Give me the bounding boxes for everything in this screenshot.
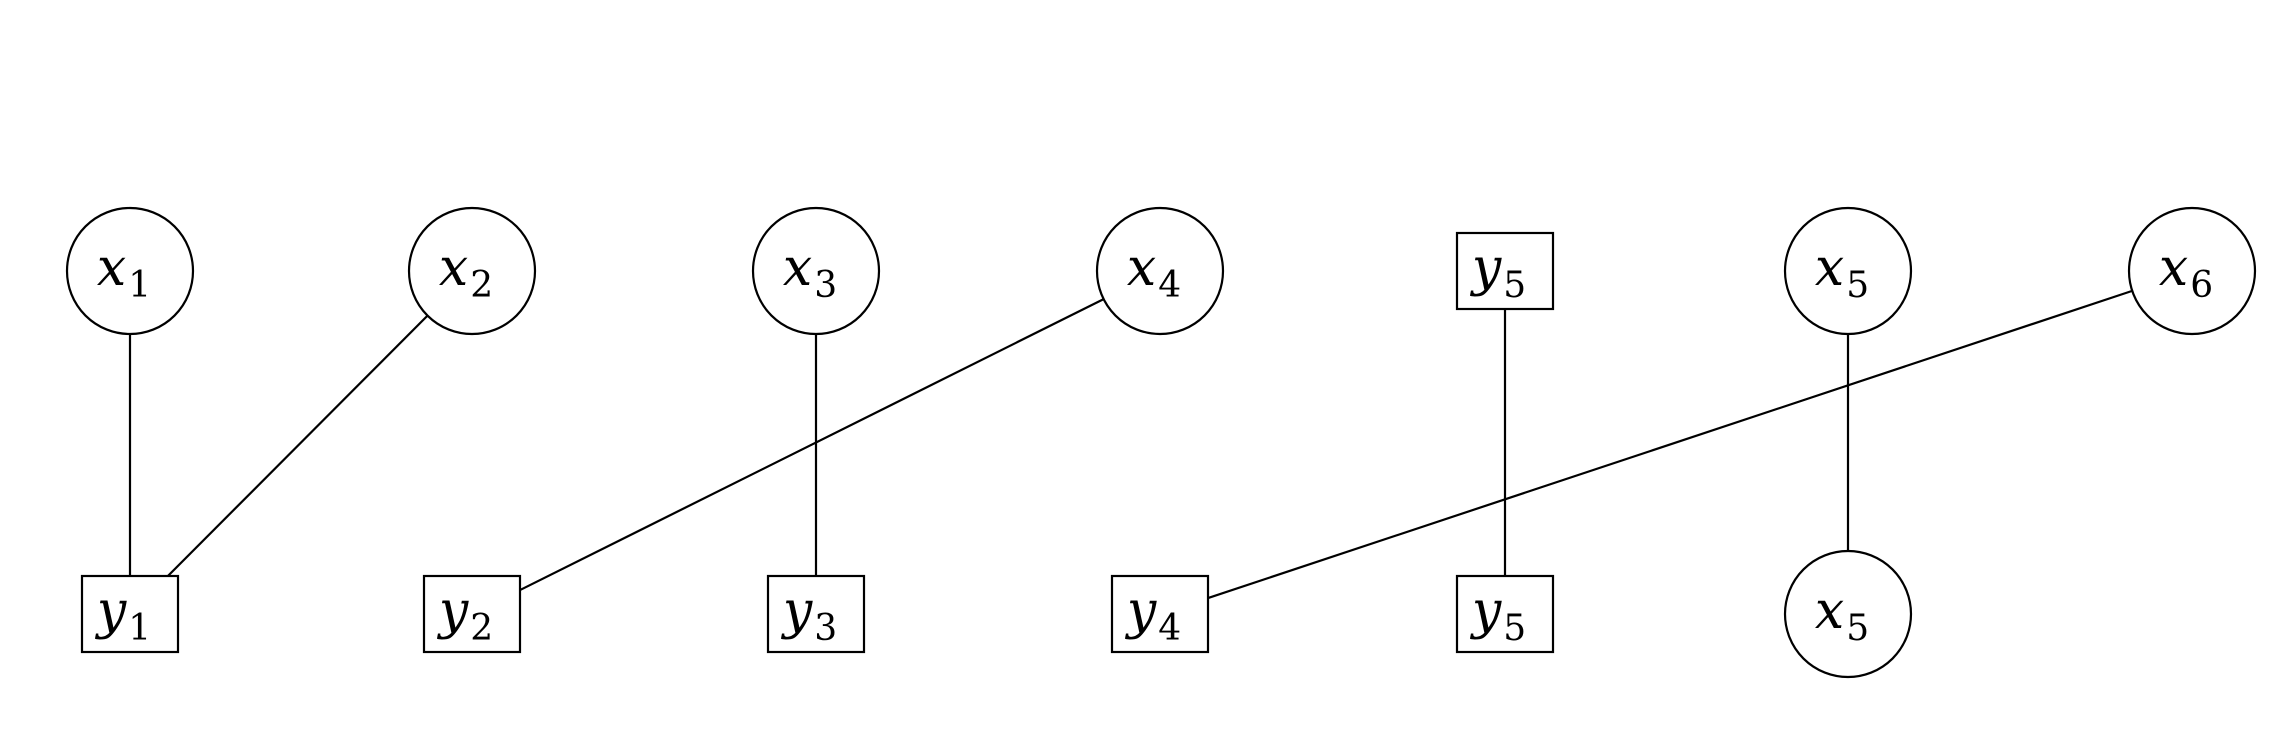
- node-label-variable: y: [437, 581, 469, 641]
- node-label-subscript: 5: [1503, 608, 1526, 649]
- node-bot_y4: y4: [1110, 574, 1210, 654]
- node-square-shape: [422, 574, 522, 654]
- node-label-variable: y: [1470, 581, 1502, 641]
- node-label-variable: x: [97, 238, 126, 298]
- node-bot_y2: y2: [422, 574, 522, 654]
- node-circle-shape: [1783, 206, 1913, 336]
- node-label: y3: [781, 581, 837, 649]
- node-label-subscript: 5: [1503, 265, 1526, 306]
- node-label-variable: x: [1127, 238, 1156, 298]
- node-circle-shape: [407, 206, 537, 336]
- node-label-subscript: 5: [1846, 608, 1869, 649]
- node-label: y2: [437, 581, 493, 649]
- node-label: x2: [439, 238, 493, 306]
- node-top_x5: x5: [1783, 206, 1913, 336]
- node-label-subscript: 4: [1158, 608, 1181, 649]
- node-label: y5: [1470, 581, 1526, 649]
- node-top_x6: x6: [2127, 206, 2257, 336]
- node-square-shape: [1455, 574, 1555, 654]
- node-label: y1: [95, 581, 151, 649]
- node-label-subscript: 6: [2190, 265, 2213, 306]
- node-top_x1: x1: [65, 206, 195, 336]
- node-label-subscript: 2: [470, 608, 493, 649]
- node-label-variable: x: [439, 238, 468, 298]
- node-label-subscript: 2: [470, 265, 493, 306]
- node-top_x4: x4: [1095, 206, 1225, 336]
- node-label-variable: y: [781, 581, 813, 641]
- node-bot_x5: x5: [1783, 549, 1913, 679]
- node-circle-shape: [65, 206, 195, 336]
- node-label-variable: x: [1815, 238, 1844, 298]
- node-label-subscript: 5: [1846, 265, 1869, 306]
- node-label: x5: [1815, 238, 1869, 306]
- node-label: x3: [783, 238, 837, 306]
- node-circle-shape: [1095, 206, 1225, 336]
- node-label: x1: [97, 238, 151, 306]
- node-top_x3: x3: [751, 206, 881, 336]
- node-square-shape: [1455, 231, 1555, 311]
- node-square-shape: [766, 574, 866, 654]
- node-label: y5: [1470, 238, 1526, 306]
- node-label-subscript: 1: [128, 265, 151, 306]
- node-square-shape: [1110, 574, 1210, 654]
- node-circle-shape: [2127, 206, 2257, 336]
- node-label-variable: x: [2159, 238, 2188, 298]
- node-circle-shape: [751, 206, 881, 336]
- node-circle-shape: [1783, 549, 1913, 679]
- node-label-subscript: 1: [128, 608, 151, 649]
- node-label-variable: y: [1125, 581, 1157, 641]
- node-label-variable: y: [1470, 238, 1502, 298]
- node-bot_y3: y3: [766, 574, 866, 654]
- node-label: x6: [2159, 238, 2213, 306]
- node-top_x2: x2: [407, 206, 537, 336]
- node-square-shape: [80, 574, 180, 654]
- node-label: x5: [1815, 581, 1869, 649]
- edge-top_x2-bot_y1: [167, 314, 429, 577]
- edges: [128, 289, 2133, 600]
- node-label-subscript: 4: [1158, 265, 1181, 306]
- node-label-subscript: 3: [814, 265, 837, 306]
- node-label-variable: x: [1815, 581, 1844, 641]
- node-label: x4: [1127, 238, 1181, 306]
- node-top_y5: y5: [1455, 231, 1555, 311]
- node-bot_y1: y1: [80, 574, 180, 654]
- edge-top_x4-bot_y2: [519, 298, 1105, 592]
- node-label-subscript: 3: [814, 608, 837, 649]
- node-label: y4: [1125, 581, 1181, 649]
- node-label-variable: x: [783, 238, 812, 298]
- edge-top_x6-bot_y4: [1207, 289, 2133, 600]
- node-bot_y5: y5: [1455, 574, 1555, 654]
- node-label-variable: y: [95, 581, 127, 641]
